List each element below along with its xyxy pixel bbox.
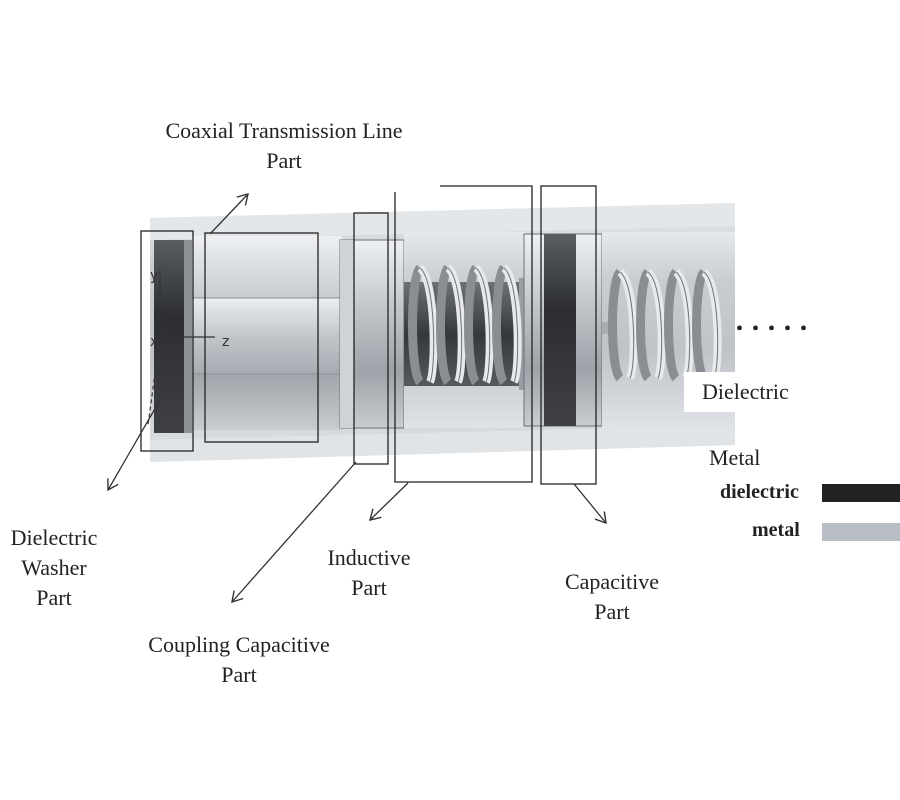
coupling-label-line2: Part — [221, 662, 257, 687]
inductive-part-label: Inductive Part — [326, 543, 412, 603]
inductor-body — [404, 232, 527, 428]
capacitive-outline-box — [540, 185, 597, 485]
coil-turn-back — [464, 264, 480, 386]
coil-turn-back — [492, 264, 508, 386]
capacitive-part-label: Capacitive Part — [550, 567, 674, 627]
washer-label-line3: Part — [36, 585, 72, 610]
coil-turn-edge — [619, 271, 635, 379]
coil-turn-back — [408, 264, 424, 386]
coupling-arrow — [231, 461, 357, 604]
coil-turn-edge — [675, 271, 691, 379]
legend-dielectric-swatch — [822, 484, 900, 502]
coupling-label-line1: Coupling Capacitive — [148, 632, 330, 657]
legend-metal-swatch — [822, 523, 900, 541]
coil-turn-back — [436, 264, 452, 386]
coupling-outline-box — [353, 212, 389, 465]
x-axis-label: x — [150, 334, 158, 350]
inductive-label-line2: Part — [351, 575, 387, 600]
coupling-capacitor-disk — [339, 239, 405, 429]
coil-turn-edge — [447, 267, 463, 383]
washer-part-label: Dielectric Washer Part — [0, 523, 108, 613]
inductive-outline-box — [394, 185, 533, 483]
z-axis-label: z — [222, 334, 229, 350]
y-axis-label: y — [150, 268, 158, 284]
dielectric-label-box: Dielectric — [684, 372, 814, 412]
dielectric-label: Dielectric — [702, 379, 789, 404]
coupling-part-label: Coupling Capacitive Part — [124, 630, 354, 690]
coil-turn-back — [608, 268, 624, 382]
coil-turn-back — [636, 268, 652, 382]
coil-turn-edge — [419, 267, 435, 383]
washer-outline-box — [140, 230, 194, 452]
coaxial-label-line1: Coaxial Transmission Line — [165, 118, 403, 143]
washer-label-line1: Dielectric — [10, 525, 98, 550]
capacitive-label-line1: Capacitive — [564, 569, 660, 594]
coil-turn-edge — [647, 271, 663, 379]
coaxial-label-line2: Part — [266, 148, 302, 173]
coordinate-axes — [147, 270, 215, 426]
continuation-dots: • • • • • — [736, 318, 810, 340]
coaxial-part-label: Coaxial Transmission Line Part — [149, 116, 419, 176]
inductive-arrow — [369, 482, 409, 521]
capacitive-arrow — [573, 483, 607, 525]
coil-turn-edge — [703, 271, 719, 379]
coaxial-arrow — [209, 193, 249, 235]
metal-label: Metal — [709, 445, 761, 470]
legend-metal-label: metal — [752, 519, 800, 541]
inductor-coil — [408, 264, 522, 386]
capacitor-disk — [523, 233, 603, 427]
legend-dielectric-label: dielectric — [720, 481, 799, 503]
coil-turn-edge — [475, 267, 491, 383]
washer-label-line2: Washer — [21, 555, 87, 580]
inductive-label-line1: Inductive — [327, 545, 411, 570]
capacitive-label-line2: Part — [594, 599, 630, 624]
coaxial-line-body — [192, 236, 342, 430]
coil-turn-back — [664, 268, 680, 382]
washer-arrow — [107, 399, 161, 492]
coil-turn-edge — [503, 267, 519, 383]
